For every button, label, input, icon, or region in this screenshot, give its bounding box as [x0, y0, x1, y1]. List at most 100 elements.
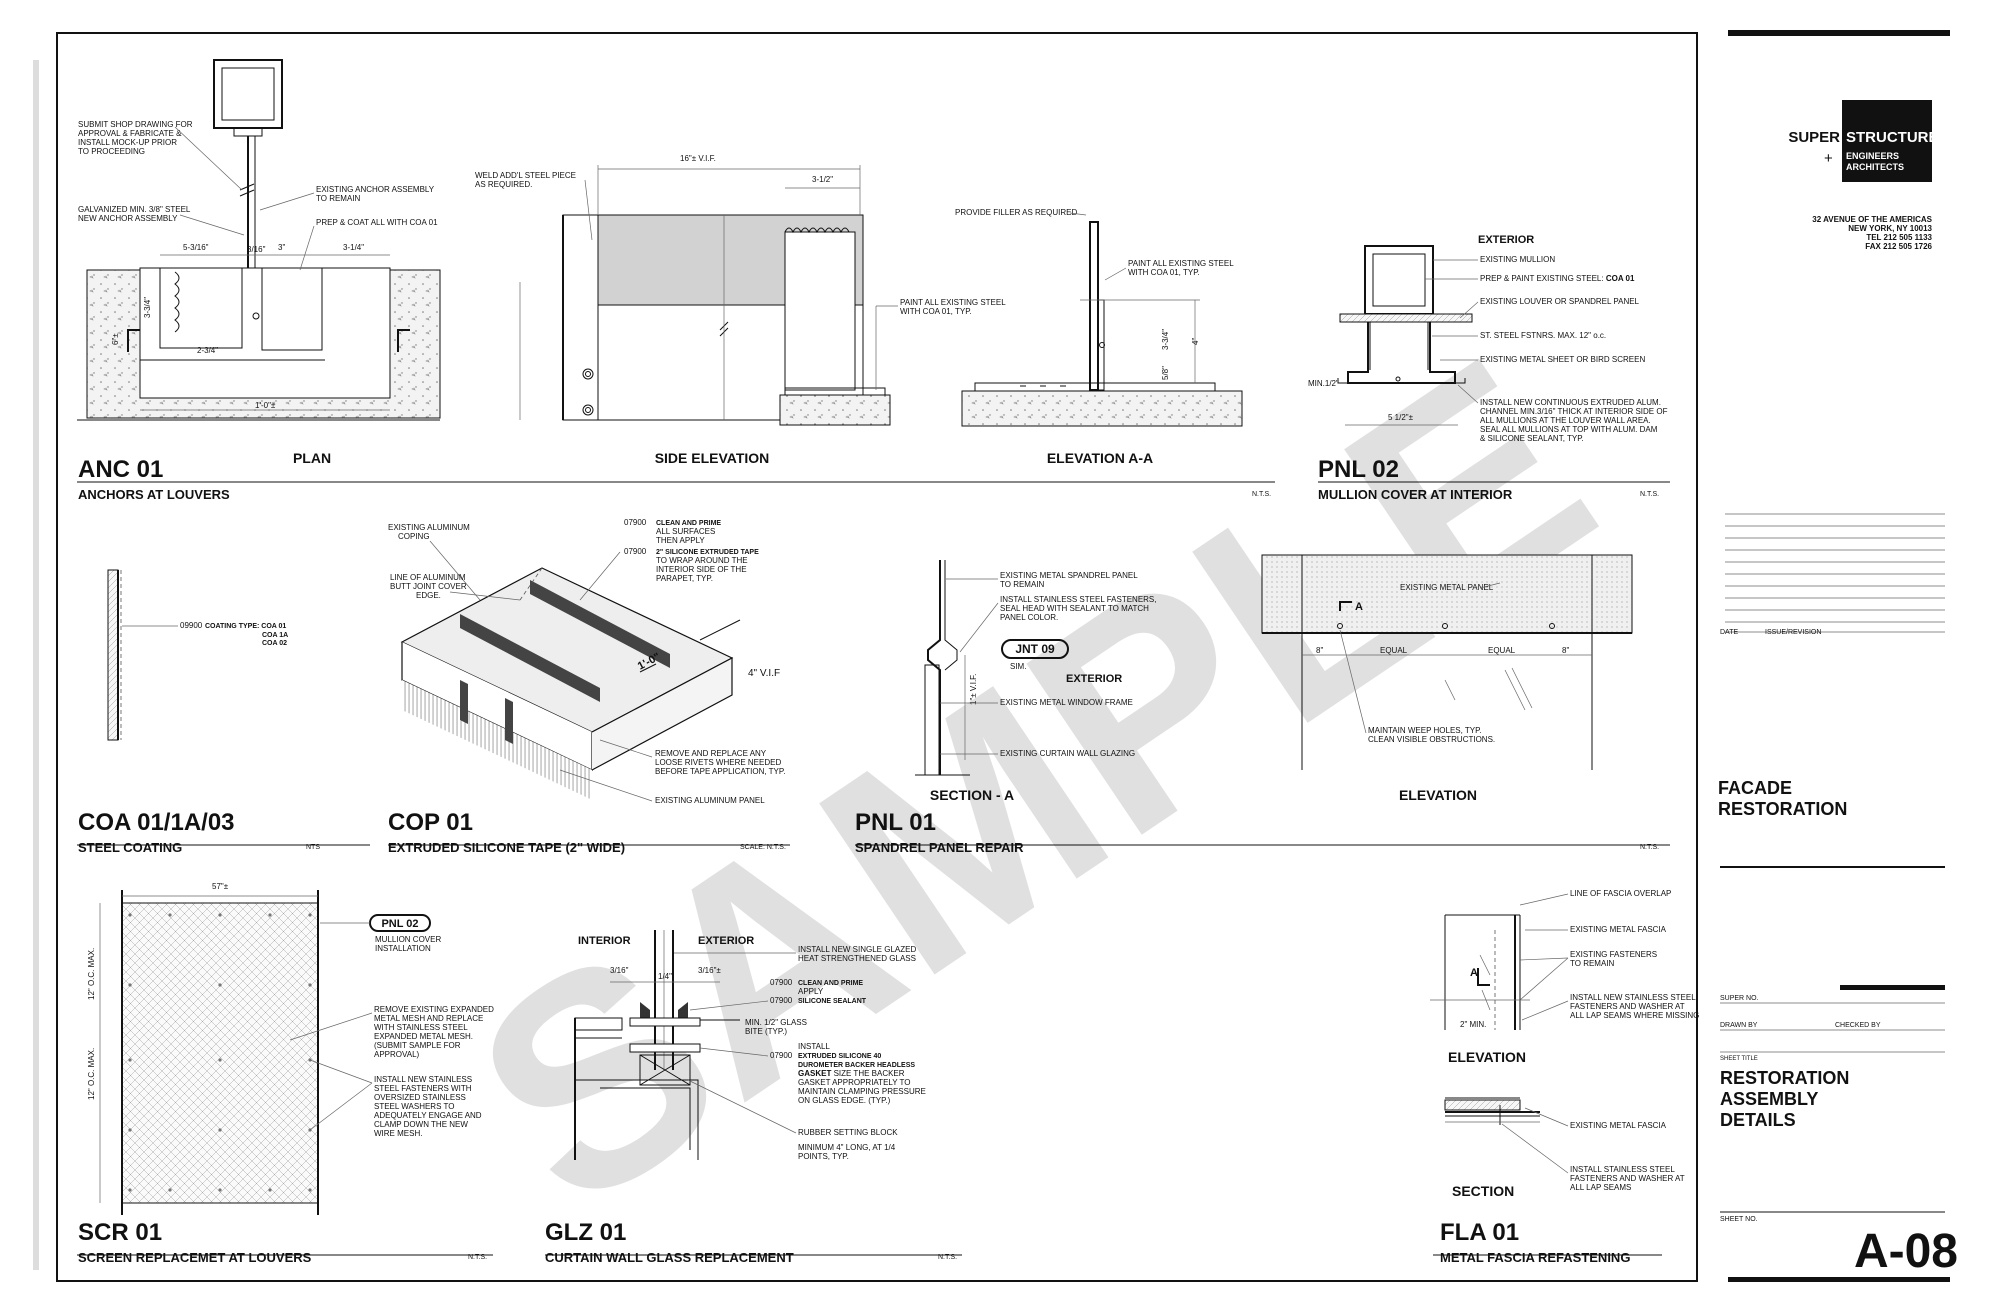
- svg-text:ON GLASS EDGE. (TYP.): ON GLASS EDGE. (TYP.): [798, 1096, 891, 1105]
- svg-text:ALL LAP SEAMS WHERE MISSING: ALL LAP SEAMS WHERE MISSING: [1570, 1011, 1699, 1020]
- svg-text:EXISTING ALUMINUM: EXISTING ALUMINUM: [388, 523, 470, 532]
- svg-text:HEAT STRENGTHENED GLASS: HEAT STRENGTHENED GLASS: [798, 954, 916, 963]
- pnl01-code: PNL 01: [855, 809, 936, 836]
- svg-text:EXISTING METAL FASCIA: EXISTING METAL FASCIA: [1570, 1121, 1667, 1130]
- svg-text:MAINTAIN CLAMPING PRESSURE: MAINTAIN CLAMPING PRESSURE: [798, 1087, 926, 1096]
- pnl01-scale: N.T.S.: [1640, 844, 1659, 851]
- svg-text:3-1/4": 3-1/4": [343, 243, 364, 252]
- project-name-line1: FACADE: [1718, 778, 1792, 798]
- fla01-title: METAL FASCIA REFASTENING: [1440, 1250, 1630, 1265]
- svg-text:THEN APPLY: THEN APPLY: [656, 536, 705, 545]
- svg-text:STRUCTURES: STRUCTURES: [1846, 129, 1949, 146]
- svg-text:INSTALL NEW SINGLE GLAZED: INSTALL NEW SINGLE GLAZED: [798, 945, 916, 954]
- svg-text:RUBBER SETTING BLOCK: RUBBER SETTING BLOCK: [798, 1128, 898, 1137]
- svg-text:FASTENERS AND WASHER AT: FASTENERS AND WASHER AT: [1570, 1174, 1685, 1183]
- svg-text:INSTALL NEW STAINLESS: INSTALL NEW STAINLESS: [374, 1075, 472, 1084]
- svg-text:APPLY: APPLY: [798, 987, 824, 996]
- scr01-scale: N.T.S.: [468, 1254, 487, 1261]
- svg-text:CLAMP DOWN THE NEW: CLAMP DOWN THE NEW: [374, 1120, 468, 1129]
- svg-text:COA 02: COA 02: [262, 640, 287, 647]
- pnl02-exterior-label: EXTERIOR: [1478, 234, 1534, 246]
- fla01-view-elevation: ELEVATION: [1448, 1049, 1526, 1065]
- svg-text:& SILICONE SEALANT, TYP.: & SILICONE SEALANT, TYP.: [1480, 434, 1584, 443]
- svg-text:WITH STAINLESS STEEL: WITH STAINLESS STEEL: [374, 1023, 468, 1032]
- svg-text:EXISTING METAL SPANDREL PANEL: EXISTING METAL SPANDREL PANEL: [1000, 571, 1138, 580]
- coa01-drawing: 09900 COATING TYPE: COA 01 COA 1A COA 02…: [78, 569, 320, 855]
- svg-text:EXISTING METAL PANEL: EXISTING METAL PANEL: [1400, 583, 1494, 592]
- svg-text:INSTALLATION: INSTALLATION: [375, 944, 431, 953]
- svg-text:APPROVAL): APPROVAL): [374, 1050, 420, 1059]
- svg-text:SUPER NO.: SUPER NO.: [1720, 995, 1759, 1002]
- svg-text:FASTENERS AND WASHER AT: FASTENERS AND WASHER AT: [1570, 1002, 1685, 1011]
- svg-text:MIN.1/2": MIN.1/2": [1308, 379, 1339, 388]
- svg-text:JNT 09: JNT 09: [1015, 642, 1055, 656]
- svg-text:EXISTING METAL WINDOW FRAME: EXISTING METAL WINDOW FRAME: [1000, 698, 1133, 707]
- svg-text:32 AVENUE OF THE AMERICAS: 32 AVENUE OF THE AMERICAS: [1812, 215, 1932, 224]
- svg-text:SEAL ALL MULLIONS AT TOP WITH: SEAL ALL MULLIONS AT TOP WITH ALUM. DAM: [1480, 425, 1658, 434]
- svg-text:2" SILICONE EXTRUDED TAPE: 2" SILICONE EXTRUDED TAPE: [656, 549, 759, 556]
- svg-text:07900: 07900: [770, 1051, 793, 1060]
- scr01-drawing: [99, 890, 319, 1215]
- cop01-code: COP 01: [388, 809, 473, 836]
- svg-text:8": 8": [1562, 646, 1569, 655]
- svg-text:MINIMUM 4" LONG, AT 1/4: MINIMUM 4" LONG, AT 1/4: [798, 1143, 896, 1152]
- svg-text:CLEAN AND PRIME: CLEAN AND PRIME: [656, 520, 721, 527]
- svg-text:DUROMETER BACKER HEADLESS: DUROMETER BACKER HEADLESS: [798, 1062, 915, 1069]
- sheet-title-line3: DETAILS: [1720, 1110, 1796, 1130]
- svg-text:MAINTAIN WEEP HOLES, TYP.: MAINTAIN WEEP HOLES, TYP.: [1368, 726, 1482, 735]
- svg-text:(SUBMIT SAMPLE FOR: (SUBMIT SAMPLE FOR: [374, 1041, 461, 1050]
- scr01-title: SCREEN REPLACEMET AT LOUVERS: [78, 1250, 312, 1265]
- scr01-notes: 57"± 12" O.C. MAX. 12" O.C. MAX. PNL 02 …: [78, 882, 494, 1265]
- svg-text:TO REMAIN: TO REMAIN: [1000, 580, 1045, 589]
- svg-text:SUPER: SUPER: [1788, 129, 1840, 146]
- svg-text:COATING TYPE: COA 01: COATING TYPE: COA 01: [205, 623, 286, 630]
- svg-text:CLEAN VISIBLE OBSTRUCTIONS.: CLEAN VISIBLE OBSTRUCTIONS.: [1368, 735, 1495, 744]
- sheet-title-line1: RESTORATION: [1720, 1068, 1849, 1088]
- svg-text:SHEET TITLE: SHEET TITLE: [1720, 1056, 1758, 1062]
- pnl01-elevation-drawing: [1261, 554, 1633, 770]
- pnl01-elevation-notes: EXISTING METAL PANEL A 8" EQUAL EQUAL 8"…: [855, 582, 1659, 855]
- svg-text:2-3/4": 2-3/4": [197, 346, 218, 355]
- svg-text:TO PROCEEDING: TO PROCEEDING: [78, 147, 145, 156]
- pnl01-view-elevation: ELEVATION: [1399, 787, 1477, 803]
- svg-text:METAL MESH AND REPLACE: METAL MESH AND REPLACE: [374, 1014, 483, 1023]
- svg-text:OVERSIZED STAINLESS: OVERSIZED STAINLESS: [374, 1093, 466, 1102]
- svg-text:APPROVAL & FABRICATE &: APPROVAL & FABRICATE &: [78, 129, 182, 138]
- svg-text:2" MIN.: 2" MIN.: [1460, 1020, 1486, 1029]
- cop01-notes: EXISTING ALUMINUM COPING LINE OF ALUMINU…: [388, 518, 786, 855]
- svg-text:07900: 07900: [770, 996, 793, 1005]
- svg-text:DRAWN BY: DRAWN BY: [1720, 1022, 1758, 1029]
- svg-text:FAX 212 505 1726: FAX 212 505 1726: [1865, 242, 1932, 251]
- svg-text:3-3/4": 3-3/4": [143, 297, 152, 318]
- fla01-notes: LINE OF FASCIA OVERLAP EXISTING METAL FA…: [1440, 889, 1699, 1265]
- cop01-title: EXTRUDED SILICONE TAPE (2" WIDE): [388, 840, 625, 855]
- pnl01-title: SPANDREL PANEL REPAIR: [855, 840, 1024, 855]
- svg-text:TO REMAIN: TO REMAIN: [1570, 959, 1615, 968]
- svg-text:EXISTING CURTAIN WALL GLAZING: EXISTING CURTAIN WALL GLAZING: [1000, 749, 1135, 758]
- svg-text:INSTALL NEW STAINLESS STEEL: INSTALL NEW STAINLESS STEEL: [1570, 993, 1696, 1002]
- glz01-code: GLZ 01: [545, 1219, 626, 1246]
- pnl02-title: MULLION COVER AT INTERIOR: [1318, 487, 1513, 502]
- svg-text:PREP & COAT ALL WITH COA 01: PREP & COAT ALL WITH COA 01: [316, 218, 438, 227]
- svg-text:CHECKED BY: CHECKED BY: [1835, 1022, 1881, 1029]
- svg-text:EXISTING ANCHOR ASSEMBLY: EXISTING ANCHOR ASSEMBLY: [316, 185, 435, 194]
- svg-text:MULLION COVER: MULLION COVER: [375, 935, 441, 944]
- svg-text:INTERIOR: INTERIOR: [578, 935, 631, 947]
- svg-text:12" O.C. MAX.: 12" O.C. MAX.: [87, 948, 96, 1000]
- coa01-title: STEEL COATING: [78, 840, 182, 855]
- svg-text:MIN. 1/2" GLASS: MIN. 1/2" GLASS: [745, 1018, 807, 1027]
- svg-text:1'-0"±: 1'-0"±: [255, 401, 276, 410]
- anc01-side-elevation-drawing: [519, 165, 891, 426]
- svg-text:SIM.: SIM.: [1010, 662, 1026, 671]
- svg-text:09900: 09900: [180, 621, 203, 630]
- svg-text:8": 8": [1316, 646, 1323, 655]
- svg-text:ALL MULLIONS AT THE LOUVER WAL: ALL MULLIONS AT THE LOUVER WALL AREA.: [1480, 416, 1651, 425]
- svg-text:EXISTING MULLION: EXISTING MULLION: [1480, 255, 1555, 264]
- svg-text:BEFORE TAPE APPLICATION, TYP.: BEFORE TAPE APPLICATION, TYP.: [655, 767, 785, 776]
- svg-text:GASKET APPROPRIATELY TO: GASKET APPROPRIATELY TO: [798, 1078, 911, 1087]
- fla01-code: FLA 01: [1440, 1219, 1519, 1246]
- svg-text:WITH COA 01, TYP.: WITH COA 01, TYP.: [900, 307, 972, 316]
- svg-text:A: A: [1355, 601, 1363, 613]
- svg-text:WIRE MESH.: WIRE MESH.: [374, 1129, 422, 1138]
- svg-text:ENGINEERS: ENGINEERS: [1846, 151, 1899, 161]
